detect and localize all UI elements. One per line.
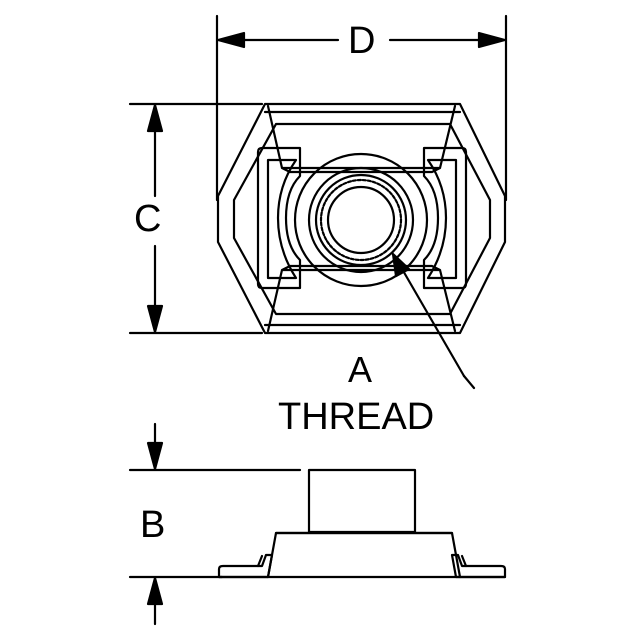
side-view [219,470,505,577]
arrowhead-b-top [148,443,162,469]
dimension-label-a: A [348,349,373,390]
dimension-label-b: B [140,504,166,546]
right-clip-fold [462,556,466,566]
left-window [258,148,300,288]
arrowhead-d-right [479,33,505,47]
arrowhead-c-bottom [148,306,162,332]
arrowhead-b-bottom [148,578,162,604]
dimension-label-c: C [134,198,162,240]
left-window-inner [268,160,296,278]
thread-leader [393,254,474,388]
nut-outer-circle [295,154,427,286]
dimension-c [130,104,262,333]
top-view [218,104,505,333]
thread-bore-circle [328,187,394,253]
leader-line [398,262,464,376]
thread-major-circle [316,175,406,265]
thread-label: THREAD [278,396,435,438]
dimension-d [217,16,506,200]
right-window [424,148,466,288]
leader-arrowhead [393,254,409,276]
thread-minor-circle [321,180,401,260]
arrowhead-d-left [218,33,244,47]
arrowhead-c-top [148,105,162,131]
dimension-b [130,424,300,624]
left-clip-foot [219,555,272,577]
bottom-cage-tab [268,266,455,331]
right-window-inner [428,160,456,278]
leader-tail [464,376,474,388]
dimension-label-d: D [348,20,376,62]
top-view-outline [218,104,505,333]
nut-barrel [309,470,415,532]
top-cage-tab [268,106,455,172]
left-clip-fold [258,556,262,566]
nut-base-flange [268,533,460,577]
right-clip-foot [452,555,505,577]
nut-shoulder-circle [309,168,413,272]
